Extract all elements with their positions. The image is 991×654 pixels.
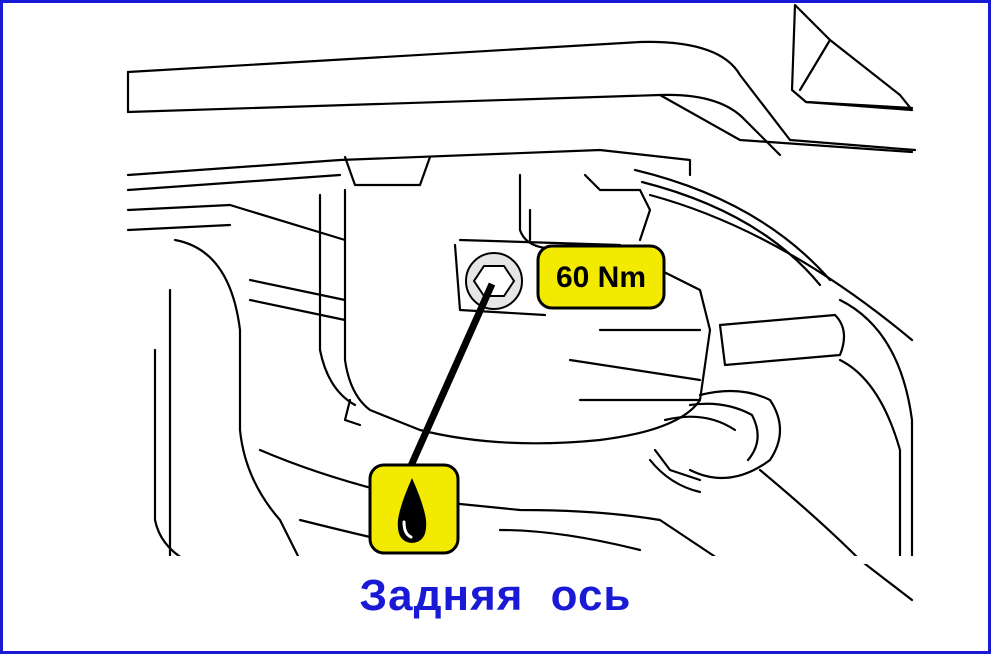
torque-label-box: [536, 244, 666, 310]
drive-shaft: [718, 313, 846, 367]
frame-rail-upper: [126, 40, 917, 152]
diagram-caption: Задняя ось: [359, 571, 632, 620]
crossmember: [126, 148, 692, 177]
rear-axle-drawing: 60 Nm: [124, 3, 917, 602]
hex-bolt-icon: [465, 252, 523, 310]
brake-line: [633, 168, 832, 282]
torque-label: 60 Nm: [556, 261, 646, 294]
differential-housing: [343, 188, 712, 445]
leader-line: [406, 282, 496, 470]
frame-bracket: [790, 3, 914, 112]
oil-drop-icon: [368, 463, 460, 555]
fuel-tank: [173, 238, 302, 562]
